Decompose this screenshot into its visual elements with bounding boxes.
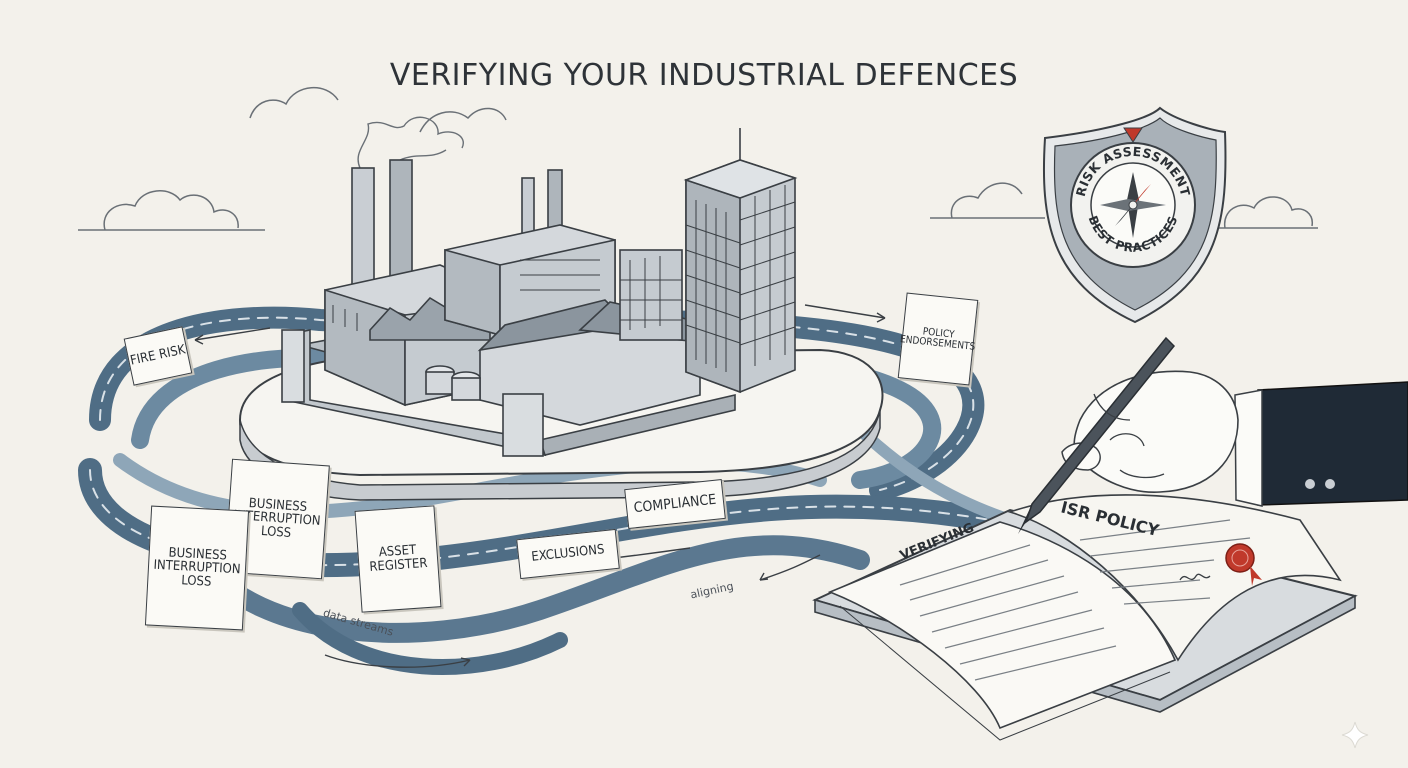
sparkle-icon: [1341, 721, 1369, 749]
cloud-right: [930, 182, 1318, 229]
shield-bottom-text: BEST PRACTICES: [1086, 214, 1180, 255]
building-windows: [332, 185, 796, 372]
policy-book: [812, 494, 1358, 741]
cloud-left: [78, 190, 265, 231]
page-title: VERIFYING YOUR INDUSTRIAL DEFENCES: [389, 58, 1019, 93]
book-left-page-text: VERIFYING: [898, 520, 976, 563]
svg-text:RISK ASSESSMENT: RISK ASSESSMENT: [1073, 144, 1193, 198]
wax-seal: [1225, 543, 1262, 586]
svg-text:BEST PRACTICES: BEST PRACTICES: [1086, 214, 1181, 255]
risk-shield: [1042, 106, 1227, 324]
shield-top-text: RISK ASSESSMENT: [1073, 144, 1193, 198]
factory-compound: [281, 128, 798, 457]
smoke-plume: [357, 116, 464, 169]
book-right-page-text: ISR POLICY: [1059, 497, 1161, 540]
signing-hand: [1018, 336, 1408, 534]
cloud-top: [249, 86, 507, 133]
